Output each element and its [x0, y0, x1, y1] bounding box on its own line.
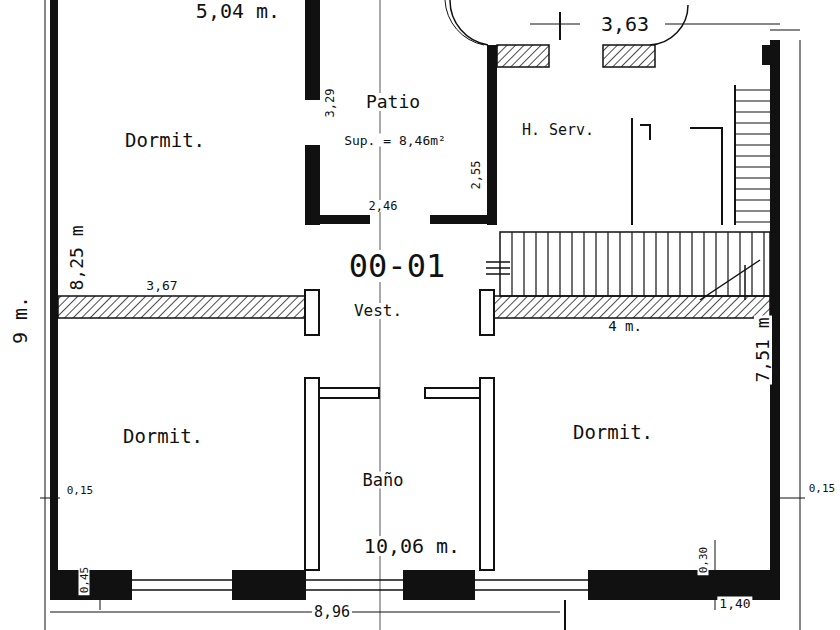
stair-step	[655, 232, 656, 296]
stair-step	[571, 232, 572, 296]
plan-label: 0,15	[65, 485, 96, 496]
plan-label: Sup. = 8,46m²	[342, 134, 448, 147]
plan-label: Patio	[364, 93, 422, 111]
stair-step	[735, 221, 770, 222]
plan-label: 9 m.	[10, 294, 30, 346]
plan-label: Baño	[361, 472, 406, 489]
stair-step	[735, 122, 770, 123]
stair-step	[643, 232, 644, 296]
stair-step	[535, 232, 536, 296]
stair-step	[595, 232, 596, 296]
stair-step	[619, 232, 620, 296]
stair-step	[735, 133, 770, 134]
stair-step	[735, 177, 770, 178]
plan-label: Dormit.	[121, 427, 205, 446]
plan-label: 8,25 m	[68, 223, 86, 292]
stair-step	[547, 232, 548, 296]
stair-step	[679, 232, 680, 296]
stair-step	[735, 188, 770, 189]
plan-label: H. Serv.	[520, 123, 596, 138]
plan-label: Vest.	[352, 303, 404, 319]
plan-label: 8,96	[312, 605, 352, 620]
plan-label: Dormit.	[571, 423, 655, 442]
plan-label: 3,67	[144, 279, 179, 292]
stair-step	[735, 155, 770, 156]
stair-step	[735, 144, 770, 145]
plan-label: 00-01	[347, 250, 447, 282]
plan-label: 1,40	[717, 597, 752, 610]
stair-step	[739, 232, 740, 296]
stair-step	[763, 232, 764, 296]
plan-label: 0,45	[79, 565, 90, 596]
stair-step	[735, 111, 770, 112]
plan-label: 0,30	[698, 545, 709, 576]
plan-label: 3,29	[324, 87, 336, 120]
stair-step	[715, 232, 716, 296]
plan-label: Dormit.	[123, 131, 207, 150]
stair-step	[735, 166, 770, 167]
plan-label: 4 m.	[606, 319, 644, 333]
plan-label: 0,15	[807, 483, 838, 494]
stair-step	[523, 232, 524, 296]
stair-step	[631, 232, 632, 296]
stair-step	[703, 232, 704, 296]
stair-step	[607, 232, 608, 296]
stair-step	[735, 199, 770, 200]
stair-step	[735, 89, 770, 90]
stair-step	[583, 232, 584, 296]
stair-step	[751, 232, 752, 296]
plan-label: 5,04 m.	[194, 1, 282, 21]
stair-step	[735, 100, 770, 101]
stair-step	[559, 232, 560, 296]
stair-step	[511, 232, 512, 296]
plan-label: 2,55	[470, 159, 482, 192]
plan-label: 3,63	[599, 14, 651, 34]
stair-step	[691, 232, 692, 296]
stair-step	[735, 210, 770, 211]
plan-label: 10,06 m.	[362, 536, 462, 556]
stair-step	[727, 232, 728, 296]
stair-step	[667, 232, 668, 296]
plan-label: 7,51 m	[754, 315, 772, 384]
plan-label: 2,46	[367, 200, 400, 212]
